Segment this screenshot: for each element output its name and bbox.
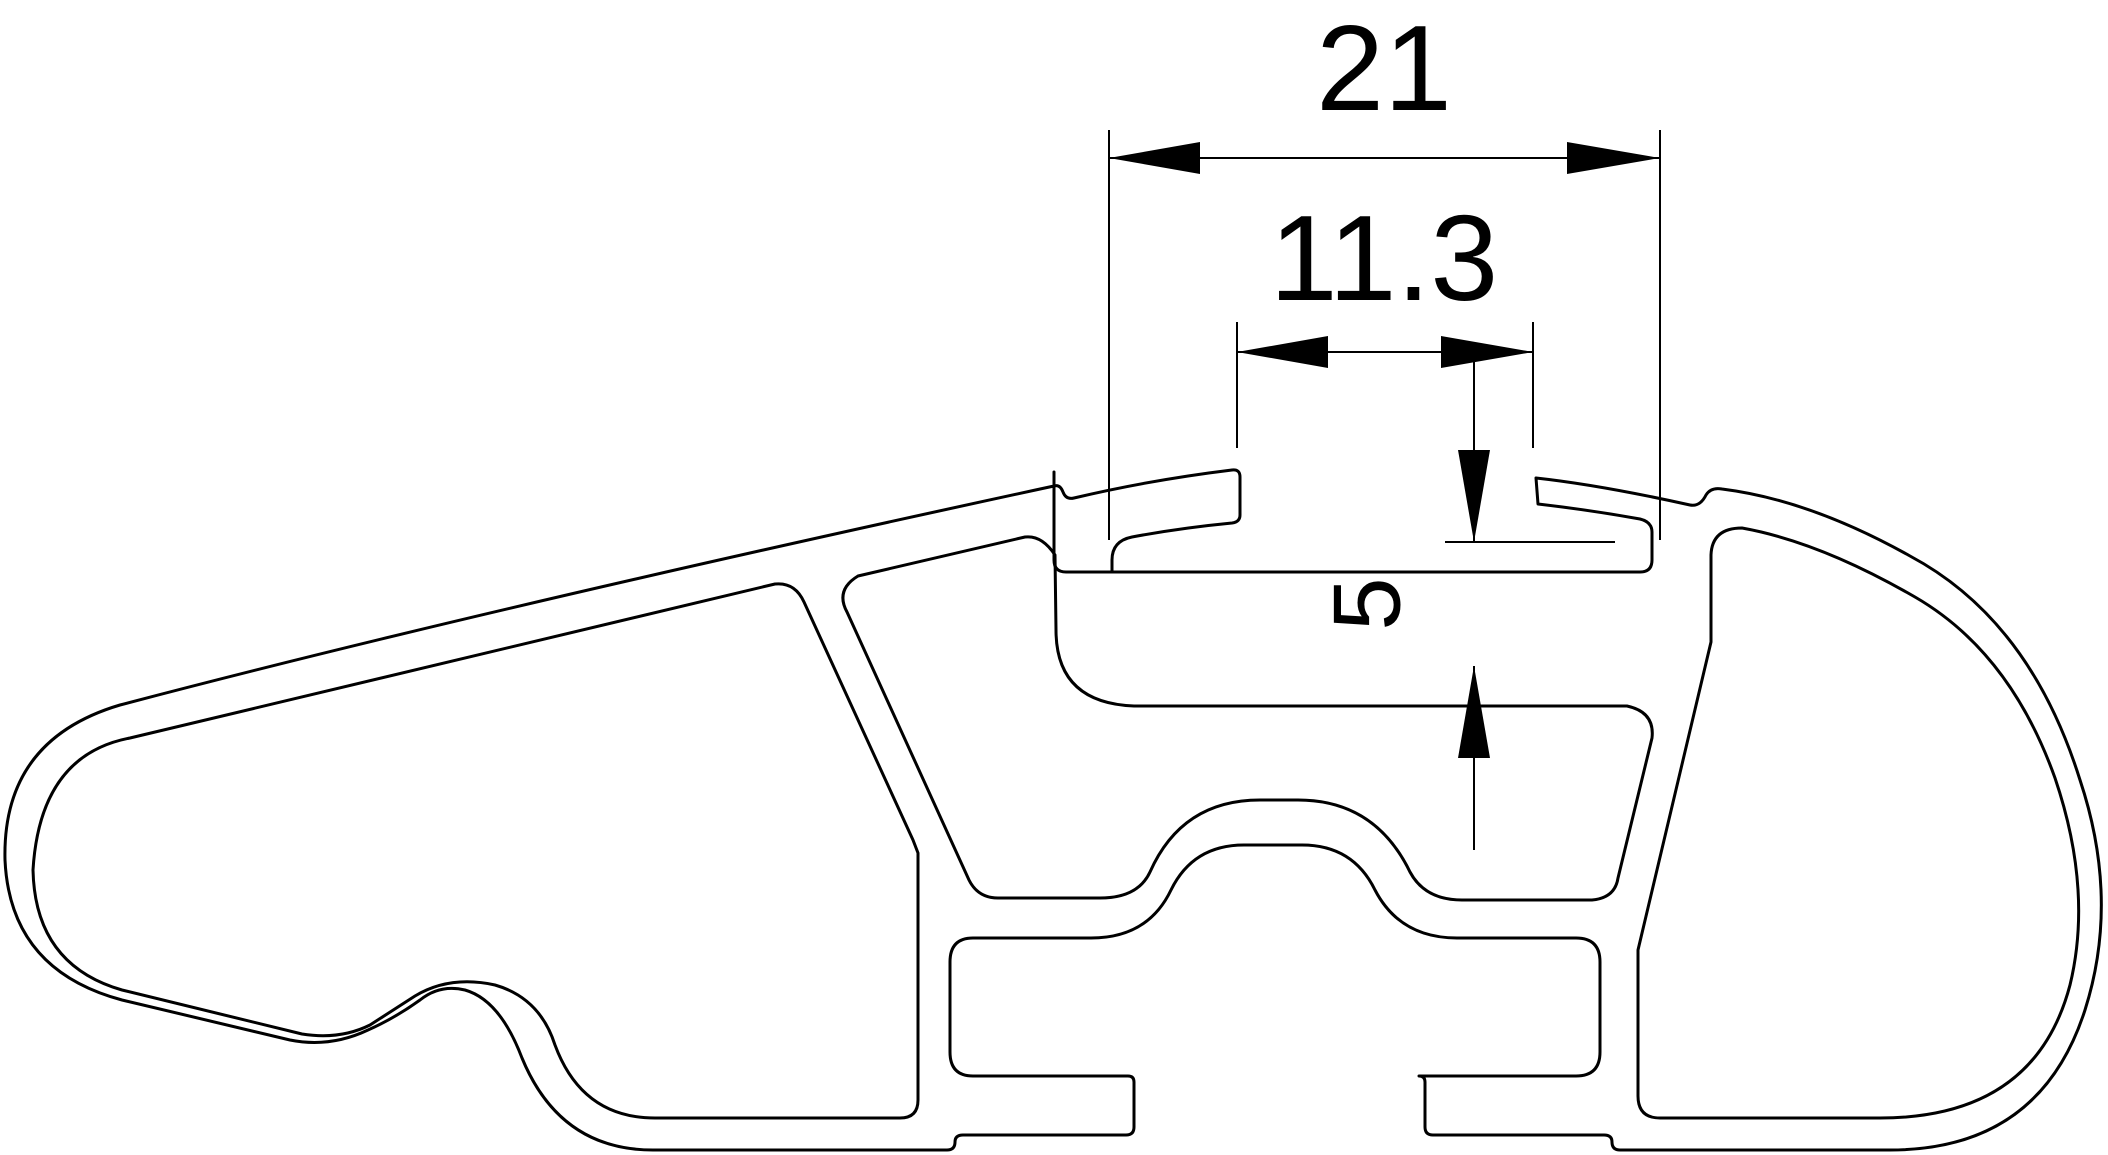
dimension-label-11-3: 11.3	[1270, 190, 1498, 326]
dimension-11-3: 11.3	[1237, 190, 1533, 368]
arrowhead-5-bottom	[1458, 666, 1490, 758]
outer-profile-contour	[3, 468, 2103, 1152]
arrowhead-21-right	[1567, 142, 1660, 174]
dimension-label-21: 21	[1316, 0, 1452, 136]
dimension-21: 21	[1109, 0, 1660, 174]
arrowhead-11-3-right	[1441, 336, 1533, 368]
left-chamber-contour	[31, 582, 920, 1120]
dimension-5: 5	[1313, 352, 1490, 850]
arrowhead-5-top	[1458, 450, 1490, 542]
dimension-label-5: 5	[1313, 577, 1420, 630]
right-chamber-contour	[1636, 526, 2081, 1120]
arrowhead-11-3-left	[1237, 336, 1328, 368]
arrowhead-21-left	[1109, 142, 1200, 174]
center-core-contour	[841, 535, 1654, 902]
